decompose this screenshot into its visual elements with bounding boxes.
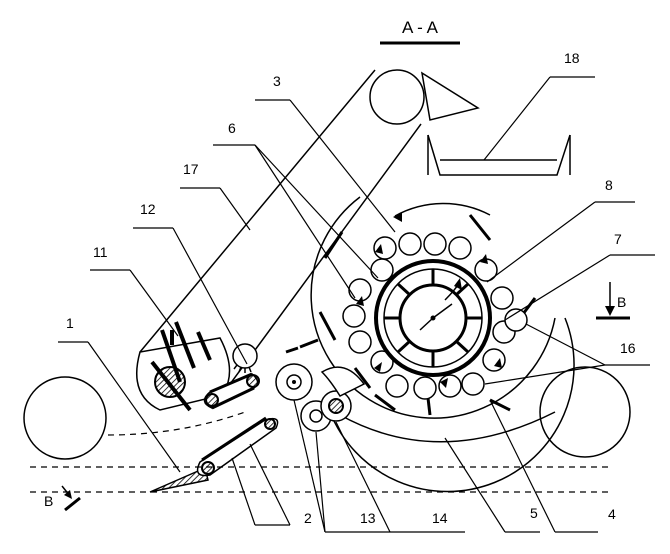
feed-rollers — [203, 338, 366, 432]
left-drum — [23, 376, 107, 460]
part-labels: 1 2 3 4 5 6 7 8 11 12 13 14 16 17 18 — [66, 50, 636, 526]
section-marker-left-label: B — [44, 493, 53, 509]
leader-lines — [58, 76, 655, 533]
label-11: 11 — [93, 244, 108, 260]
label-2: 2 — [304, 510, 312, 526]
label-8: 8 — [605, 177, 613, 193]
collection-bin — [427, 134, 571, 176]
label-4: 4 — [608, 506, 616, 522]
cutting-knife — [149, 416, 279, 493]
label-18: 18 — [564, 50, 580, 66]
label-13: 13 — [360, 510, 376, 526]
label-3: 3 — [273, 73, 281, 89]
section-marker-right: B — [596, 282, 630, 320]
label-1: 1 — [66, 315, 74, 331]
inner-rotor — [374, 259, 492, 377]
main-drum — [310, 196, 575, 493]
right-drum — [539, 366, 631, 458]
label-12: 12 — [140, 201, 156, 217]
section-title: A - A — [402, 18, 439, 37]
dashed-guides — [30, 411, 610, 493]
label-5: 5 — [530, 505, 538, 521]
label-16: 16 — [620, 340, 636, 356]
label-17: 17 — [183, 161, 199, 177]
cup-ring-arrows — [356, 244, 502, 388]
label-6: 6 — [228, 120, 236, 136]
section-marker-right-label: B — [617, 294, 626, 310]
label-14: 14 — [432, 510, 448, 526]
label-7: 7 — [614, 231, 622, 247]
section-marker-left: B — [44, 485, 81, 512]
cup-ring — [342, 232, 528, 400]
